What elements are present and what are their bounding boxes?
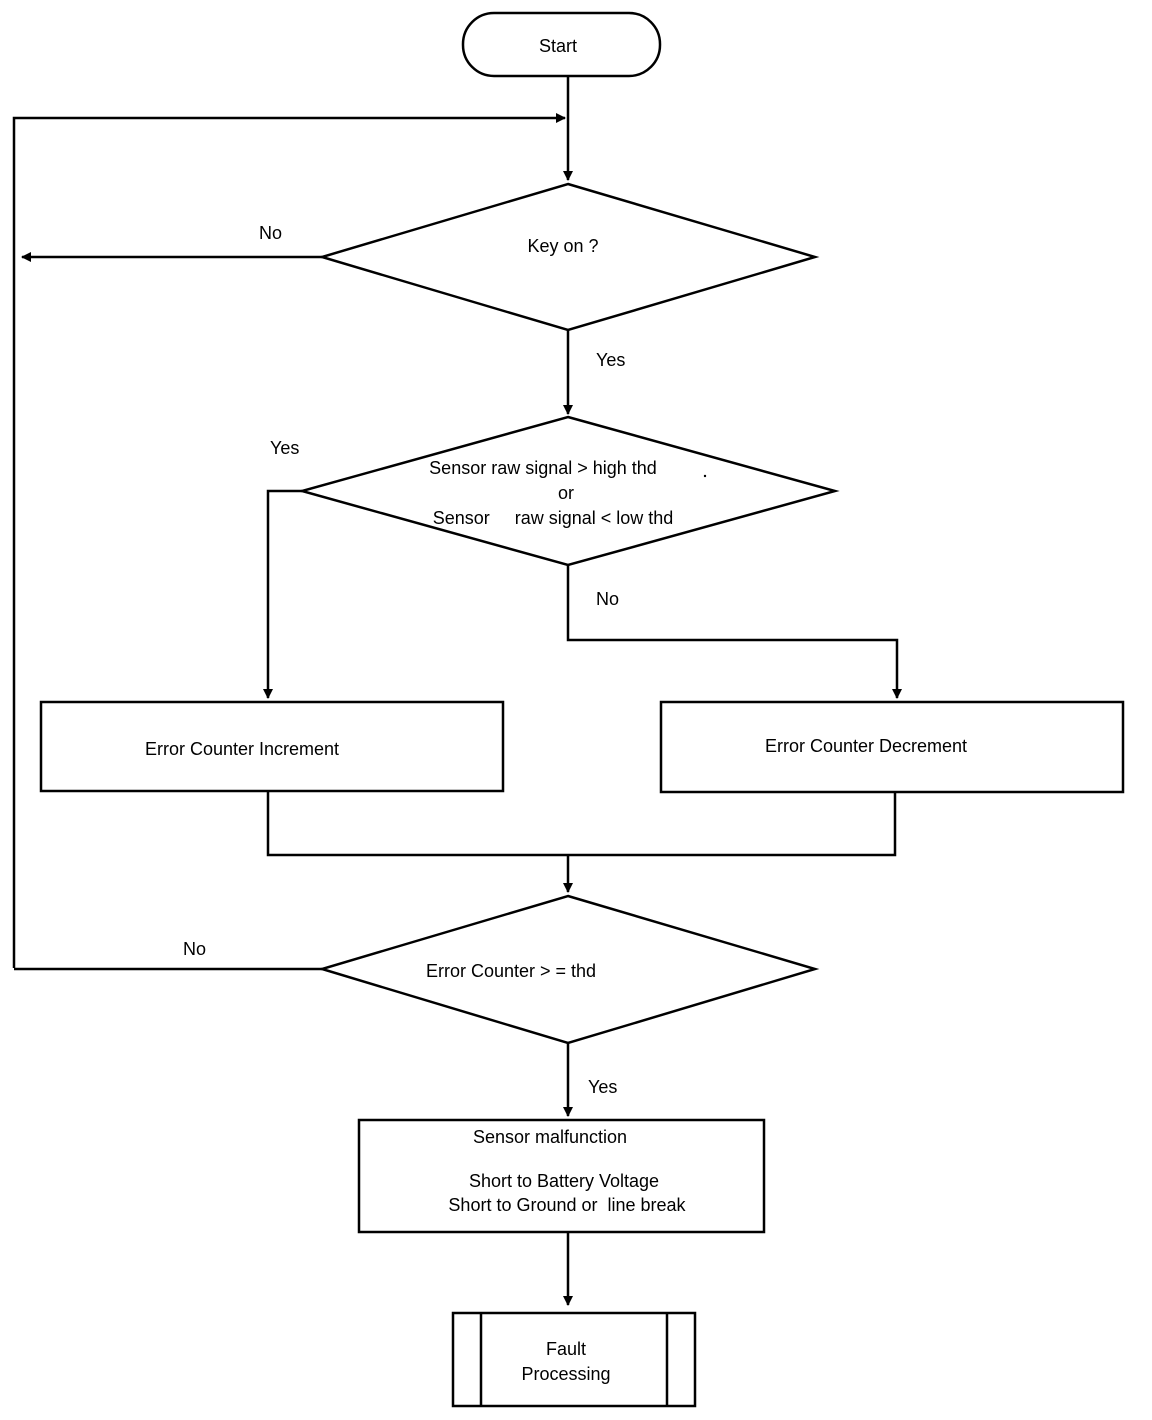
process-decrement bbox=[659, 700, 1125, 794]
fault-line1: Fault bbox=[546, 1339, 586, 1359]
edge-label-counter-yes: Yes bbox=[588, 1077, 617, 1097]
sensor-check-line3: Sensor raw signal < low thd bbox=[433, 508, 674, 528]
edge-merge bbox=[266, 791, 897, 857]
process-malfunction bbox=[357, 1118, 766, 1234]
malfunction-line2: Short to Ground or line break bbox=[448, 1195, 686, 1215]
sensor-check-line2: or bbox=[558, 483, 574, 503]
stray-dot bbox=[703, 474, 707, 478]
edge-label-sensor-no: No bbox=[596, 589, 619, 609]
malfunction-line1: Short to Battery Voltage bbox=[469, 1171, 659, 1191]
edge-label-key-no: No bbox=[259, 223, 282, 243]
malfunction-title: Sensor malfunction bbox=[473, 1127, 627, 1147]
decision-key-on bbox=[317, 182, 820, 332]
start-terminal bbox=[461, 11, 662, 78]
counter-check-label: Error Counter > = thd bbox=[426, 961, 596, 981]
edge-label-counter-no: No bbox=[183, 939, 206, 959]
start-label: Start bbox=[539, 36, 577, 56]
predefined-process-fault bbox=[451, 1311, 697, 1408]
edge-label-sensor-yes: Yes bbox=[270, 438, 299, 458]
decrement-label: Error Counter Decrement bbox=[765, 736, 967, 756]
key-on-label: Key on ? bbox=[527, 236, 598, 256]
process-increment bbox=[39, 700, 505, 793]
edge-label-key-yes: Yes bbox=[596, 350, 625, 370]
edge-sensor-yes bbox=[263, 489, 302, 699]
edge-sensor-no bbox=[566, 565, 902, 699]
fault-line2: Processing bbox=[521, 1364, 610, 1384]
edge-loop-back bbox=[12, 113, 566, 968]
sensor-check-line1: Sensor raw signal > high thd bbox=[429, 458, 657, 478]
increment-label: Error Counter Increment bbox=[145, 739, 339, 759]
